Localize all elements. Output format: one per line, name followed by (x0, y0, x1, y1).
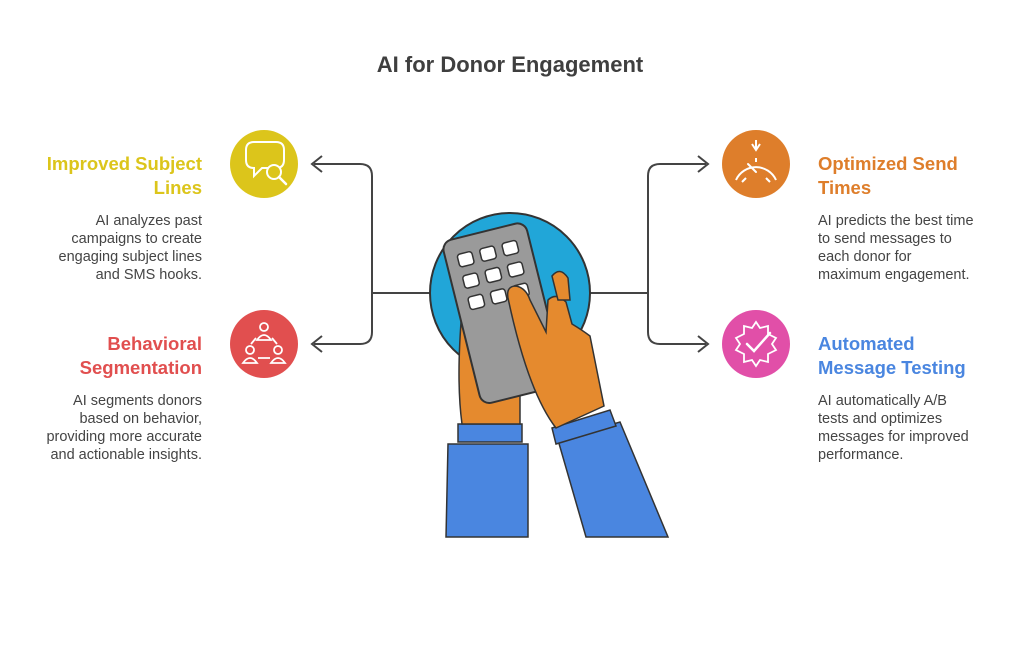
segmentation-description: AI segments donors based on behavior, pr… (20, 392, 202, 464)
segmentation-desc-line: based on behavior, (79, 411, 202, 427)
hands-keypad-icon (429, 212, 670, 538)
send-times-desc-line: AI predicts the best time (818, 213, 974, 229)
connector-testing (647, 293, 706, 345)
subject-heading: Improved Subject Lines (20, 152, 202, 200)
testing-desc-line: tests and optimizes (818, 411, 943, 427)
segmentation-desc-line: providing more accurate (46, 429, 202, 445)
subject-desc-line: campaigns to create (71, 231, 202, 247)
testing-heading-line1: Automated (818, 333, 915, 354)
send-times-desc-line: to send messages to (818, 231, 952, 247)
subject-desc-line: AI analyzes past (95, 213, 202, 229)
segmentation-heading-line2: Segmentation (79, 357, 202, 378)
connector-subject (314, 163, 430, 294)
connectors (310, 155, 710, 353)
segmentation-desc-line: and actionable insights. (50, 447, 202, 463)
arrowhead-send-times (697, 155, 710, 173)
chat-search-icon (230, 130, 298, 198)
subject-desc-line: engaging subject lines (58, 249, 203, 265)
arrowhead-subject (310, 155, 323, 173)
testing-description: AI automatically A/B tests and optimizes… (818, 392, 1008, 464)
connector-send-times (590, 163, 706, 294)
testing-desc-line: messages for improved (818, 429, 969, 445)
subject-desc-line: and SMS hooks. (95, 267, 202, 283)
arrowhead-testing (697, 335, 710, 353)
people-network-icon (230, 310, 298, 378)
testing-desc-line: performance. (818, 447, 904, 463)
send-times-desc-line: each donor for (818, 249, 912, 265)
segmentation-heading: Behavioral Segmentation (20, 332, 202, 380)
subject-description: AI analyzes past campaigns to create eng… (20, 212, 203, 284)
gear-check-icon (722, 310, 790, 378)
gauge-icon (722, 130, 790, 198)
segmentation-desc-line: AI segments donors (73, 393, 202, 409)
testing-heading-line2: Message Testing (818, 357, 966, 378)
page-title: AI for Donor Engagement (376, 52, 644, 77)
send-times-heading-line2: Times (818, 177, 872, 198)
send-times-heading-line1: Optimized Send (818, 153, 958, 174)
send-times-desc-line: maximum engagement. (818, 267, 970, 283)
send-times-heading: Optimized Send Times (818, 152, 1008, 200)
testing-heading: Automated Message Testing (818, 332, 1008, 380)
testing-desc-line: AI automatically A/B (818, 393, 947, 409)
subject-heading-line1: Improved Subject (46, 153, 202, 174)
subject-heading-line2: Lines (153, 177, 202, 198)
send-times-description: AI predicts the best time to send messag… (818, 212, 1008, 284)
connector-segmentation (314, 293, 373, 345)
segmentation-heading-line1: Behavioral (107, 333, 202, 354)
arrowhead-segmentation (310, 335, 323, 353)
